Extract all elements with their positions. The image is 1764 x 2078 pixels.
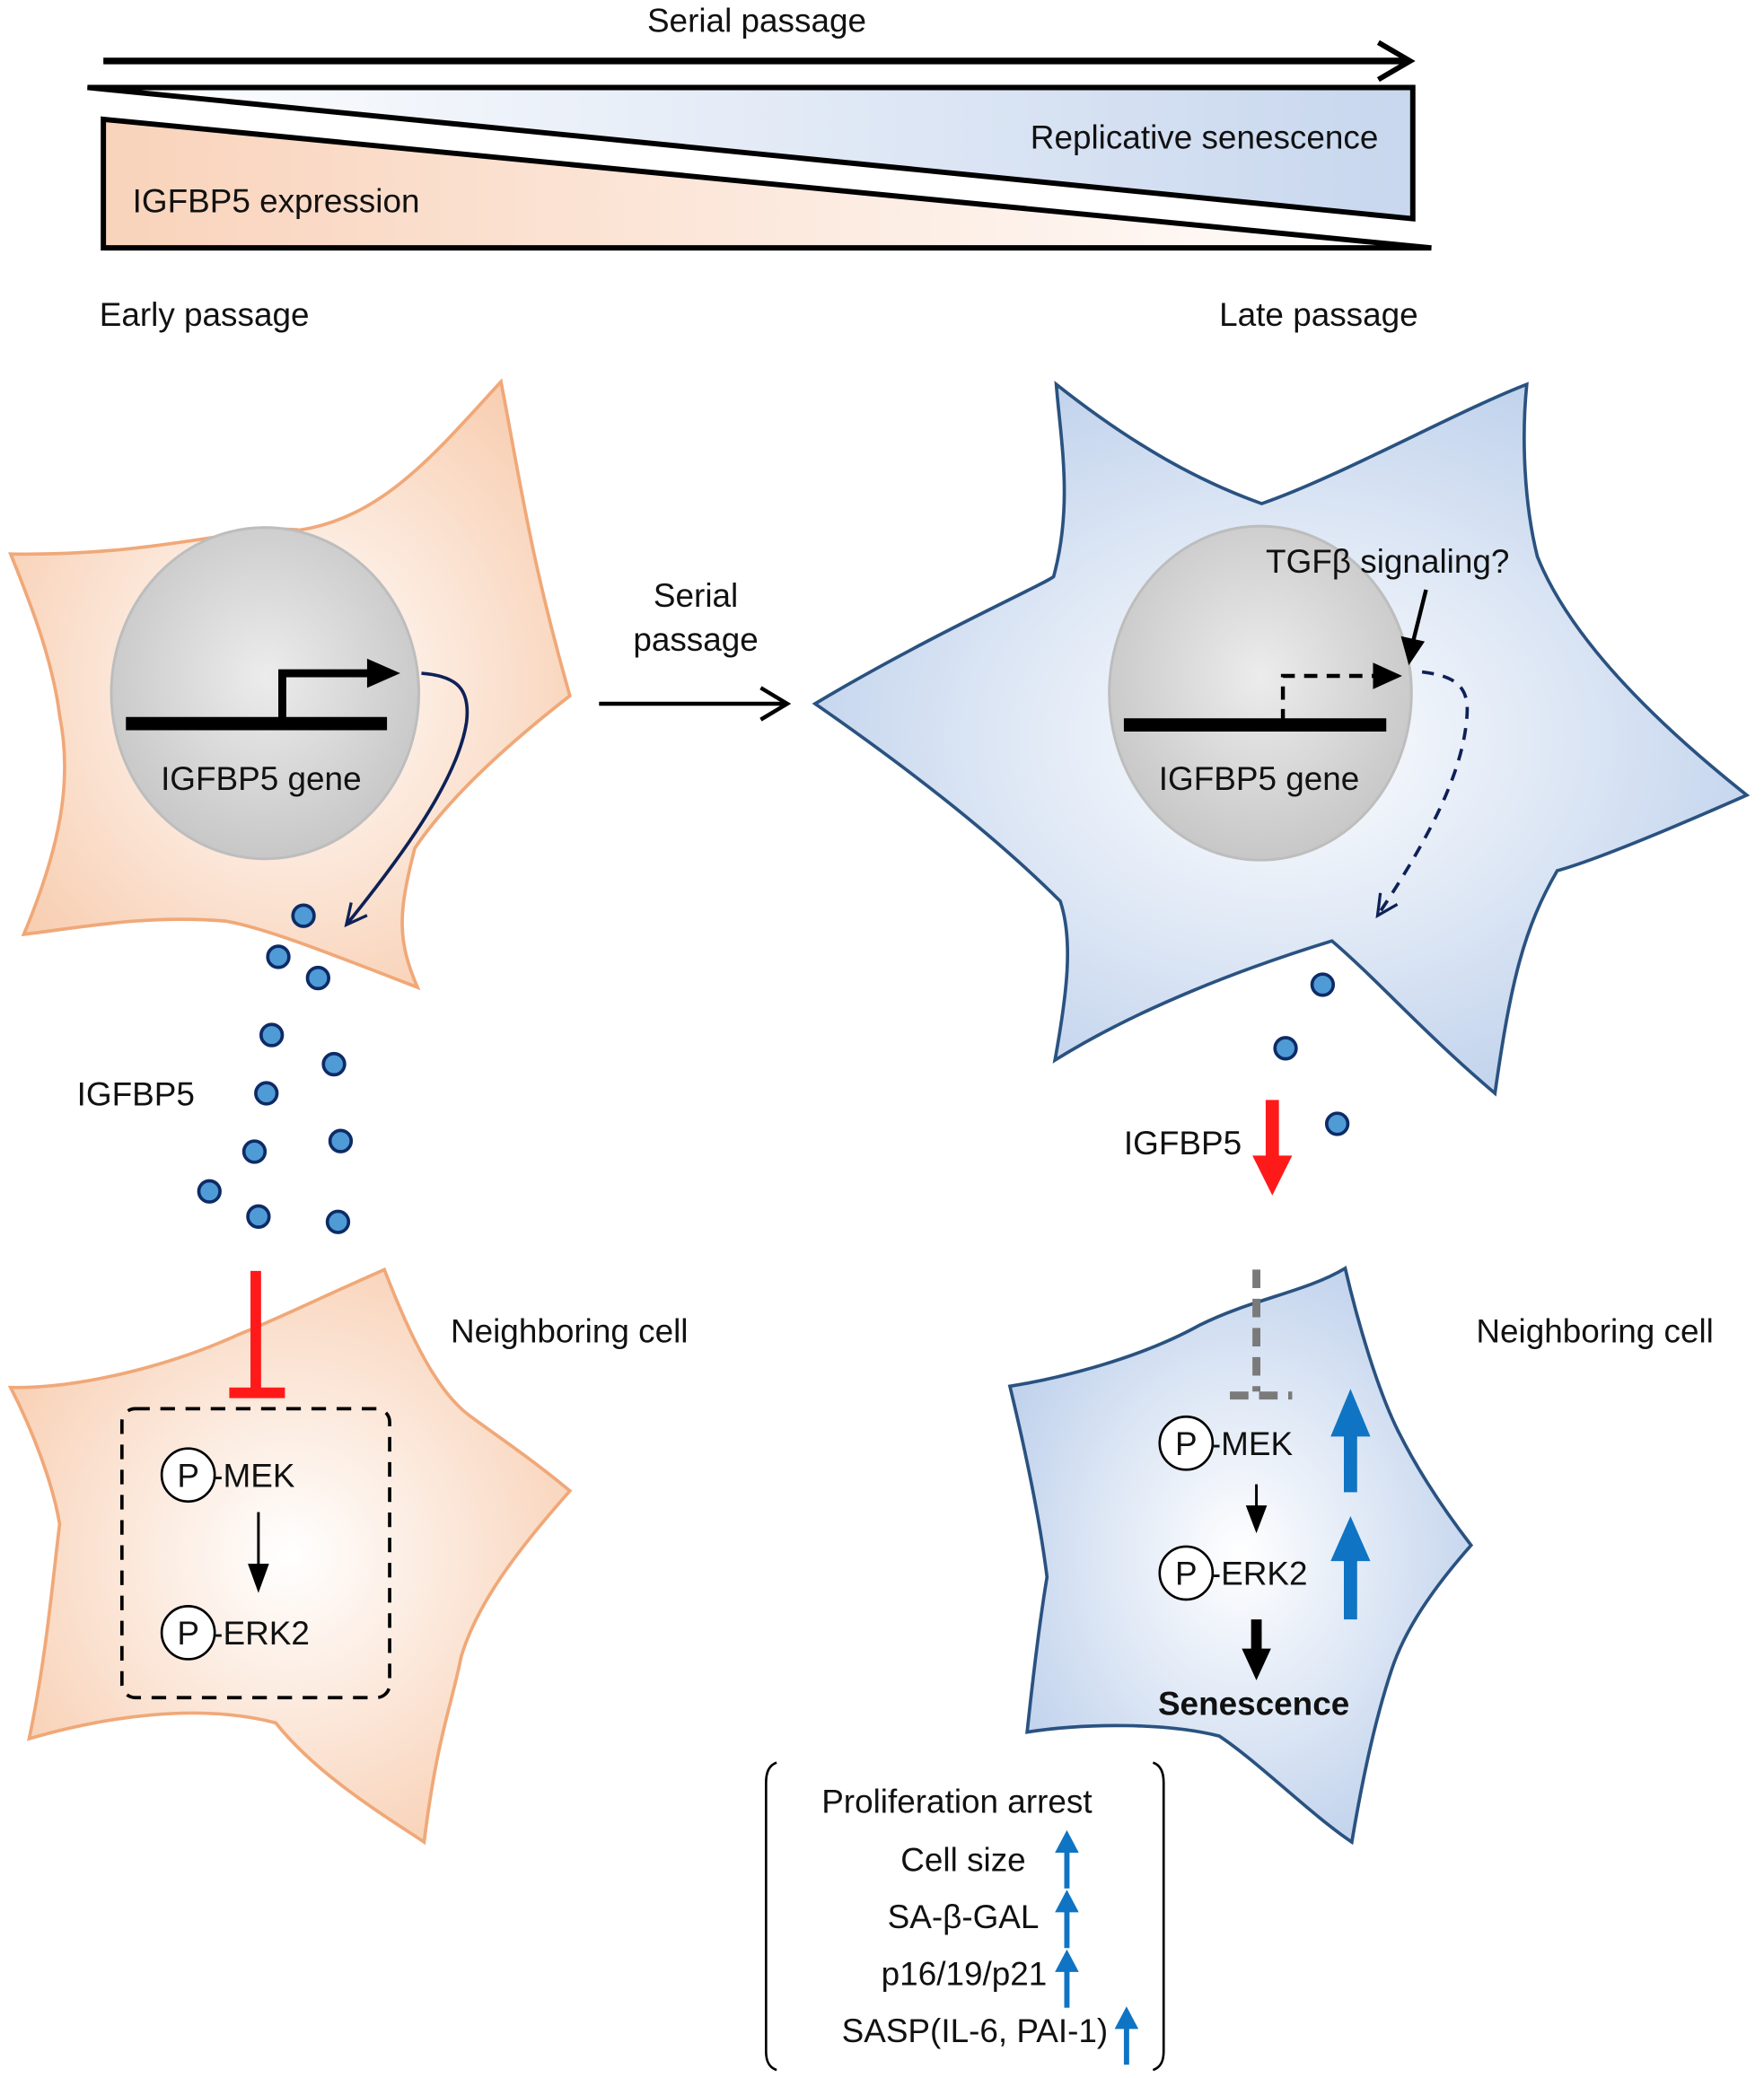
protein-dot [291, 903, 316, 928]
erk-up-arrow [1330, 1515, 1371, 1620]
serial-passage-mid-arrow [599, 686, 792, 722]
protein-dot [1273, 1036, 1298, 1061]
right-neighboring-cell-label: Neighboring cell [1476, 1313, 1714, 1350]
mek-to-erk-arrow [1245, 1484, 1268, 1534]
left-neighboring-cell-label: Neighboring cell [451, 1313, 689, 1350]
inhibition-bar-red [229, 1270, 285, 1398]
igfbp5-expression-wedge [101, 116, 1432, 251]
secretion-arrow [344, 671, 470, 928]
phenotype-sa-beta-gal: SA-β-GAL [888, 1898, 1040, 1935]
phospho-symbol: P [1175, 1425, 1198, 1462]
serial-label-line2: passage [633, 621, 758, 658]
protein-dot [328, 1128, 354, 1153]
phospho-icon [160, 1447, 216, 1504]
p-erk2-label: -ERK2 [212, 1615, 310, 1652]
protein-dot [305, 965, 330, 991]
up-arrow-icon [1055, 1889, 1079, 1949]
early-passage-cell: IGFBP5 gene [8, 378, 572, 991]
protein-dot [1324, 1111, 1350, 1136]
senescence-label: Senescence [1158, 1685, 1349, 1722]
phospho-symbol: P [177, 1458, 199, 1495]
igfbp5-secreted-label-right: IGFBP5 [1124, 1125, 1242, 1162]
gene-label: IGFBP5 gene [161, 760, 362, 797]
tgf-beta-arrow [1400, 589, 1428, 666]
phospho-icon [160, 1605, 216, 1661]
secreted-igfbp5-proteins-left [197, 903, 354, 1234]
secreted-igfbp5-proteins-right [1273, 972, 1350, 1136]
gene-label: IGFBP5 gene [1159, 760, 1360, 797]
protein-dot [1310, 972, 1336, 997]
up-arrow-icon [1055, 1949, 1079, 2008]
phospho-icon [1158, 1545, 1215, 1601]
right-neighboring-cell: P -MEK P -ERK2 Senescence [1007, 1266, 1474, 1846]
weak-secretion-arrow [1375, 670, 1470, 919]
mek-erk-pathway-box [119, 1407, 391, 1700]
weak-inhibition-bar-grey [1230, 1269, 1293, 1400]
active-promoter-icon [126, 658, 400, 731]
early-passage-label: Early passage [100, 296, 310, 333]
phospho-symbol: P [177, 1615, 199, 1652]
late-passage-label: Late passage [1219, 296, 1418, 333]
senescence-phenotype-box: Proliferation arrest Cell size SA-β-GAL … [764, 1761, 1165, 2072]
serial-passage-top-label: Serial passage [647, 2, 866, 39]
replicative-senescence-wedge [87, 84, 1416, 222]
serial-passage-arrow [103, 39, 1416, 83]
mek-to-erk-arrow [248, 1512, 269, 1593]
serial-label-line1: Serial [654, 577, 738, 614]
phenotype-cell-size: Cell size [900, 1842, 1025, 1879]
protein-dot [254, 1081, 279, 1106]
protein-dot [241, 1139, 268, 1164]
up-arrow-icon [1055, 1829, 1079, 1889]
p-mek-label: -MEK [212, 1458, 295, 1495]
weak-promoter-icon [1123, 662, 1402, 732]
nucleus [110, 526, 420, 861]
replicative-senescence-label: Replicative senescence [1031, 118, 1379, 155]
protein-dot [259, 1022, 285, 1048]
phospho-icon [1158, 1415, 1215, 1471]
igfbp5-decrease-arrow [1252, 1100, 1293, 1196]
left-neighboring-cell: P -MEK P -ERK2 [7, 1267, 573, 1846]
erk-to-senescence-arrow [1242, 1619, 1271, 1681]
tgf-beta-signaling-label: TGFβ signaling? [1266, 543, 1509, 580]
nucleus [1108, 524, 1413, 862]
late-passage-cell: IGFBP5 gene TGFβ signaling? [812, 381, 1751, 1097]
phospho-symbol: P [1175, 1556, 1198, 1592]
igfbp5-secreted-label-left: IGFBP5 [77, 1075, 195, 1112]
up-arrow-icon [1114, 2006, 1139, 2065]
protein-dot [197, 1179, 222, 1204]
protein-dot [325, 1209, 351, 1234]
p-erk2-label: -ERK2 [1210, 1556, 1308, 1592]
mek-up-arrow [1330, 1389, 1371, 1493]
phenotype-p16-19-p21: p16/19/p21 [882, 1956, 1048, 1993]
protein-dot [321, 1051, 347, 1077]
igfbp5-expression-label: IGFBP5 expression [133, 182, 420, 219]
p-mek-label: -MEK [1210, 1425, 1294, 1462]
phenotype-sasp: SASP(IL-6, PAI-1) [842, 2012, 1109, 2049]
protein-dot [246, 1204, 271, 1229]
protein-dot [266, 944, 291, 969]
phenotype-proliferation-arrest: Proliferation arrest [821, 1784, 1092, 1820]
